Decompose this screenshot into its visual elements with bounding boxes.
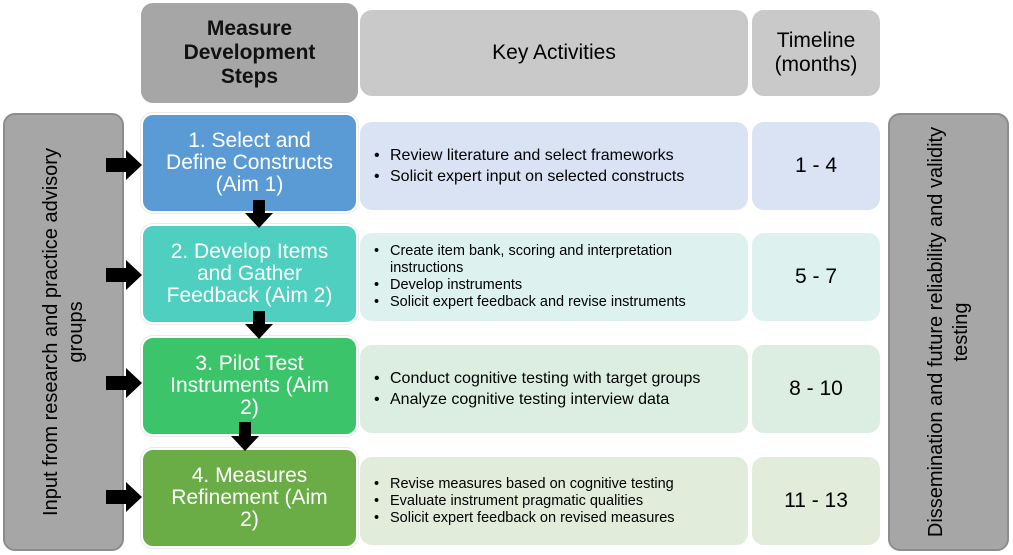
step-3-label: 3. Pilot Test Instruments (Aim 2)	[170, 352, 329, 419]
left-side-label: Input from research and practice advisor…	[39, 148, 87, 516]
step-2-timeline-value: 5 - 7	[794, 265, 838, 288]
step-1-box: 1. Select and Define Constructs (Aim 1)	[141, 113, 358, 213]
header-timeline-label: Timeline (months)	[774, 29, 858, 76]
step-1-timeline-value: 1 - 4	[794, 154, 838, 177]
step-1-activity: Review literature and select frameworks	[374, 146, 738, 166]
step-2-box: 2. Develop Items and Gather Feedback (Ai…	[141, 224, 358, 324]
step-2-activity: Solicit expert feedback and revise instr…	[374, 294, 738, 311]
step-1-timeline: 1 - 4	[752, 122, 880, 210]
step-4-box: 4. Measures Refinement (Aim 2)	[141, 448, 358, 548]
step-4-timeline-value: 11 - 13	[784, 489, 848, 512]
step-3-timeline-value: 8 - 10	[789, 377, 843, 400]
step-2-label: 2. Develop Items and Gather Feedback (Ai…	[166, 240, 333, 307]
step-3-box: 3. Pilot Test Instruments (Aim 2)	[141, 336, 358, 436]
header-steps-label: Measure Development Steps	[183, 17, 316, 88]
step-4-activity: Revise measures based on cognitive testi…	[374, 476, 738, 493]
right-side-label: Dissemination and future reliability and…	[924, 126, 972, 538]
step-3-activity: Analyze cognitive testing interview data	[374, 390, 738, 410]
header-measure-development-steps: Measure Development Steps	[141, 3, 358, 103]
step-4-timeline: 11 - 13	[752, 457, 880, 545]
step-3-activity: Conduct cognitive testing with target gr…	[374, 369, 738, 389]
left-side-input-bar: Input from research and practice advisor…	[3, 113, 124, 551]
step-4-label: 4. Measures Refinement (Aim 2)	[171, 464, 328, 531]
step-2-timeline: 5 - 7	[752, 233, 880, 321]
step-4-activities: Revise measures based on cognitive testi…	[360, 457, 748, 545]
step-1-label: 1. Select and Define Constructs (Aim 1)	[166, 129, 333, 196]
step-4-activity: Solicit expert feedback on revised measu…	[374, 510, 738, 527]
step-3-timeline: 8 - 10	[752, 345, 880, 433]
step-1-activities: Review literature and select frameworks …	[360, 122, 748, 210]
step-4-activity: Evaluate instrument pragmatic qualities	[374, 493, 738, 510]
step-2-activity: Create item bank, scoring and interpreta…	[374, 243, 738, 277]
step-2-activity: Develop instruments	[374, 277, 738, 294]
step-3-activities: Conduct cognitive testing with target gr…	[360, 345, 748, 433]
step-1-activity: Solicit expert input on selected constru…	[374, 167, 738, 187]
step-2-activities: Create item bank, scoring and interpreta…	[360, 233, 748, 321]
right-side-dissemination-bar: Dissemination and future reliability and…	[888, 113, 1009, 551]
header-timeline: Timeline (months)	[752, 10, 880, 96]
header-activities-label: Key Activities	[492, 41, 616, 64]
header-key-activities: Key Activities	[360, 10, 748, 96]
